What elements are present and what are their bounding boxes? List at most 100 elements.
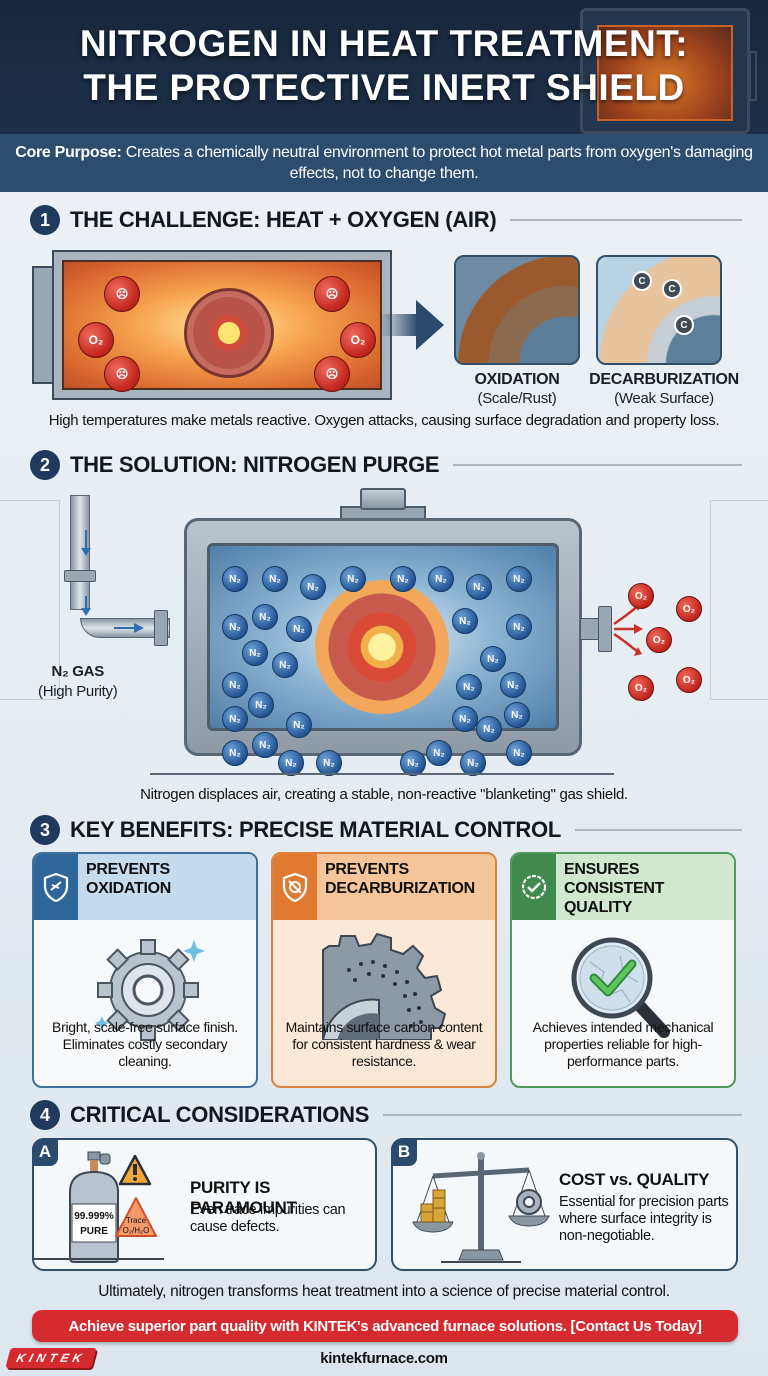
gas-label: N₂ GAS [51,663,105,680]
background-schematic [0,500,60,700]
nitrogen-molecule-icon: N₂ [400,750,426,776]
page-title: NITROGEN IN HEAT TREATMENT: THE PROTECTI… [0,22,768,110]
trace-impurity-warning-icon: Trace O₂/H₂O [115,1197,157,1237]
nitrogen-molecule-icon: N₂ [222,566,248,592]
oxygen-molecule-icon: O₂ [340,322,376,358]
divider [574,829,742,831]
background-schematic [710,500,768,700]
balance-scale-icon [412,1152,550,1263]
nitrogen-molecule-icon: N₂ [500,672,526,698]
consideration-title: COST vs. QUALITY [559,1170,710,1189]
nitrogen-molecule-icon: N₂ [242,640,268,666]
perforated-gear-icon [321,932,447,1040]
website-link[interactable]: kintekfurnace.com [320,1350,448,1367]
ground-line [150,773,614,775]
pipe-flange [154,610,168,646]
nitrogen-molecule-icon: N₂ [480,646,506,672]
section-3-heading: 3 KEY BENEFITS: PRECISE MATERIAL CONTROL [30,815,742,845]
shield-no-carbon-icon [273,854,317,920]
flow-arrow-right-icon [114,623,144,633]
nitrogen-molecule-icon: N₂ [460,750,486,776]
section-title: THE CHALLENGE: HEAT + OXYGEN (AIR) [70,207,497,232]
section-number-badge: 2 [30,450,60,480]
core-purpose-label: Core Purpose: [15,144,122,161]
angry-oxygen-icon: ☹ [314,276,350,312]
card-title: OXIDATION [86,880,172,897]
nitrogen-molecule-icon: N₂ [316,750,342,776]
nitrogen-molecule-icon: N₂ [252,604,278,630]
svg-text:PURE: PURE [80,1226,108,1237]
nitrogen-molecule-icon: N₂ [506,566,532,592]
nitrogen-molecule-icon: N₂ [340,566,366,592]
title-line-1: NITROGEN IN HEAT TREATMENT: [79,23,689,64]
effect-title: OXIDATION [474,371,560,388]
nitrogen-molecule-icon: N₂ [252,732,278,758]
arrow-right-icon [378,300,444,350]
consideration-title: PURITY IS PARAMOUNT [190,1178,297,1217]
section-1-heading: 1 THE CHALLENGE: HEAT + OXYGEN (AIR) [30,205,742,235]
divider [510,219,742,221]
check-badge-icon [512,854,556,920]
oxygen-molecule-icon: O₂ [78,322,114,358]
card-title: DECARBURIZATION [325,880,475,897]
expelled-oxygen-icon: O₂ [676,667,702,693]
section-2-caption: Nitrogen displaces air, creating a stabl… [140,786,628,803]
carbon-atom-icon: C [632,271,652,291]
card-title: ENSURES CONSISTENT [564,861,665,897]
nitrogen-molecule-icon: N₂ [286,616,312,642]
warning-icon [118,1154,152,1186]
nitrogen-molecule-icon: N₂ [456,674,482,700]
divider [383,1114,742,1116]
section-number-badge: 3 [30,815,60,845]
flow-arrow-down-icon [81,530,91,616]
expelled-oxygen-icon: O₂ [628,583,654,609]
nitrogen-molecule-icon: N₂ [248,692,274,718]
core-purpose-text: Creates a chemically neutral environment… [125,144,753,182]
angry-oxygen-icon: ☹ [104,356,140,392]
nitrogen-molecule-icon: N₂ [222,706,248,732]
nitrogen-molecule-icon: N₂ [476,716,502,742]
consideration-card-cost: B COST vs. QUALITY Essential for precisi… [391,1138,738,1271]
svg-text:Trace: Trace [126,1216,147,1225]
angry-oxygen-icon: ☹ [104,276,140,312]
section-title: THE SOLUTION: NITROGEN PURGE [70,452,440,477]
card-description: Achieves intended mechanical properties … [532,1019,714,1069]
contact-us-cta-button[interactable]: Achieve superior part quality with KINTE… [32,1310,738,1342]
magnifier-check-icon [571,937,670,1038]
nitrogen-molecule-icon: N₂ [300,574,326,600]
expelled-oxygen-icon: O₂ [676,596,702,622]
section-1-caption: High temperatures make metals reactive. … [48,412,720,429]
section-title: KEY BENEFITS: PRECISE MATERIAL CONTROL [70,817,561,842]
nitrogen-gas-label: N₂ GAS (High Purity) [38,662,118,702]
nitrogen-molecule-icon: N₂ [222,672,248,698]
conclusion-text: Ultimately, nitrogen transforms heat tre… [98,1283,670,1300]
section-4-heading: 4 CRITICAL CONSIDERATIONS [30,1100,742,1130]
carbon-atom-icon: C [674,315,694,335]
shiny-gear-icon [95,939,205,1041]
angry-oxygen-icon: ☹ [314,356,350,392]
nitrogen-molecule-icon: N₂ [272,652,298,678]
core-purpose-banner: Core Purpose: Creates a chemically neutr… [0,134,768,192]
header-banner: NITROGEN IN HEAT TREATMENT: THE PROTECTI… [0,0,768,134]
divider [453,464,742,466]
expelled-oxygen-icon: O₂ [646,627,672,653]
nitrogen-molecule-icon: N₂ [452,706,478,732]
consideration-card-purity: A 99.999% PURE Trace O₂/H₂O PURITY IS PA… [32,1138,377,1271]
nitrogen-molecule-icon: N₂ [428,566,454,592]
card-title: PREVENTS [325,861,409,878]
nitrogen-molecule-icon: N₂ [262,566,288,592]
nitrogen-molecule-icon: N₂ [222,740,248,766]
nitrogen-molecule-icon: N₂ [390,566,416,592]
furnace-illustration [580,8,757,134]
nitrogen-molecule-icon: N₂ [426,740,452,766]
effect-subtitle: (Weak Surface) [614,390,714,407]
svg-text:O₂/H₂O: O₂/H₂O [123,1226,150,1235]
shield-icon [34,854,78,920]
card-description: Maintains surface carbon content for con… [285,1019,483,1069]
pipe-flange [64,570,96,582]
nitrogen-molecule-icon: N₂ [466,574,492,600]
section-number-badge: 1 [30,205,60,235]
nitrogen-molecule-icon: N₂ [222,614,248,640]
